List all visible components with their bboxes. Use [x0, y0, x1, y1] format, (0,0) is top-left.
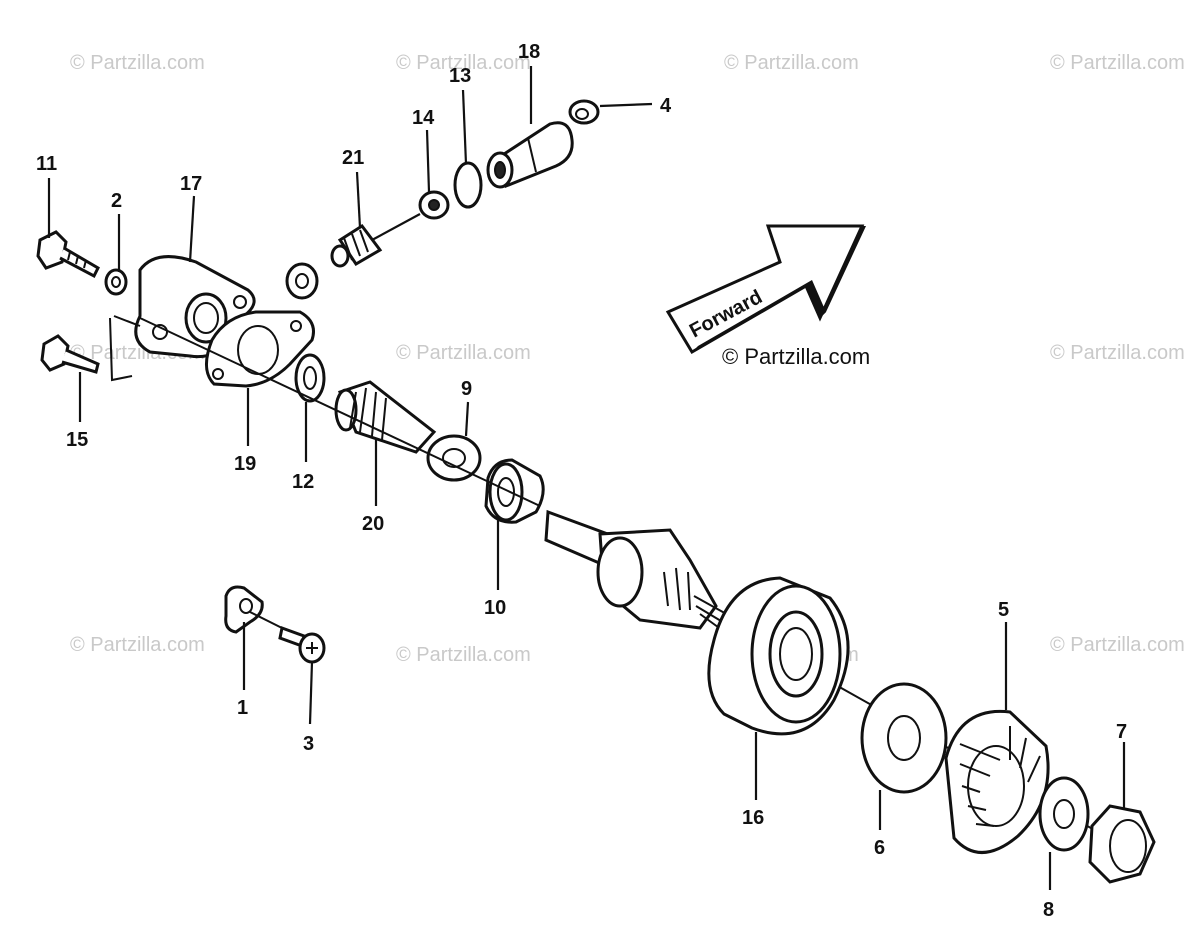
part-1-bracket	[224, 585, 291, 634]
part-19-gasket	[205, 310, 315, 388]
callout-5: 5	[998, 599, 1009, 621]
callout-numbers: 11 2 17 21 14 13 18 4 15 19 12 20 9 10 1…	[36, 41, 1127, 921]
callout-2: 2	[111, 190, 122, 212]
callout-3: 3	[303, 733, 314, 755]
callout-16: 16	[742, 807, 764, 829]
part-9-washer	[426, 434, 482, 482]
callout-7: 7	[1116, 721, 1127, 743]
callout-1: 1	[237, 697, 248, 719]
callout-17: 17	[180, 173, 202, 195]
watermark-11: © Partzilla.com	[1050, 634, 1185, 656]
callout-13: 13	[449, 65, 471, 87]
part-20-gear	[334, 380, 437, 454]
callout-21: 21	[342, 147, 364, 169]
part-3-screw	[278, 625, 326, 664]
callout-19: 19	[234, 453, 256, 475]
callout-11: 11	[36, 153, 57, 175]
credit-text: © Partzilla.com	[722, 344, 871, 369]
part-4-nut	[568, 99, 600, 125]
part-10-bushing	[484, 458, 545, 524]
callout-15: 15	[66, 429, 88, 451]
watermark-9: © Partzilla.com	[396, 644, 531, 666]
callout-4: 4	[660, 95, 672, 117]
callout-9: 9	[461, 378, 472, 400]
leader-lines	[47, 66, 1126, 890]
forward-arrow: Forward	[665, 224, 866, 355]
callout-18: 18	[518, 41, 540, 63]
part-12-washer	[294, 353, 326, 403]
part-21-gear	[330, 213, 421, 268]
watermark-7: © Partzilla.com	[1050, 342, 1185, 364]
watermark-6: © Partzilla.com	[396, 342, 531, 364]
part-5-gear	[944, 709, 1050, 854]
part-11-bolt	[36, 230, 100, 279]
watermark-4: © Partzilla.com	[1050, 52, 1185, 74]
watermark-3: © Partzilla.com	[724, 52, 859, 74]
callout-20: 20	[362, 513, 384, 535]
part-15-bolt	[40, 334, 100, 374]
part-8-washer	[1038, 776, 1090, 852]
callout-12: 12	[292, 471, 314, 493]
part-16-bearing	[707, 576, 850, 736]
part-18-sleeve	[486, 121, 574, 189]
part-14-washer	[418, 190, 450, 220]
callout-14: 14	[412, 107, 435, 129]
part-13-ring	[453, 161, 483, 209]
callout-10: 10	[484, 597, 506, 619]
part-2-washer	[104, 268, 128, 296]
part-6-washer	[860, 682, 948, 794]
watermark-1: © Partzilla.com	[70, 52, 205, 74]
part-12a-washer	[285, 262, 319, 300]
callout-8: 8	[1043, 899, 1054, 921]
part-7-nut	[1088, 804, 1156, 884]
watermark-2: © Partzilla.com	[396, 52, 531, 74]
watermark-8: © Partzilla.com	[70, 634, 205, 656]
callout-6: 6	[874, 837, 885, 859]
